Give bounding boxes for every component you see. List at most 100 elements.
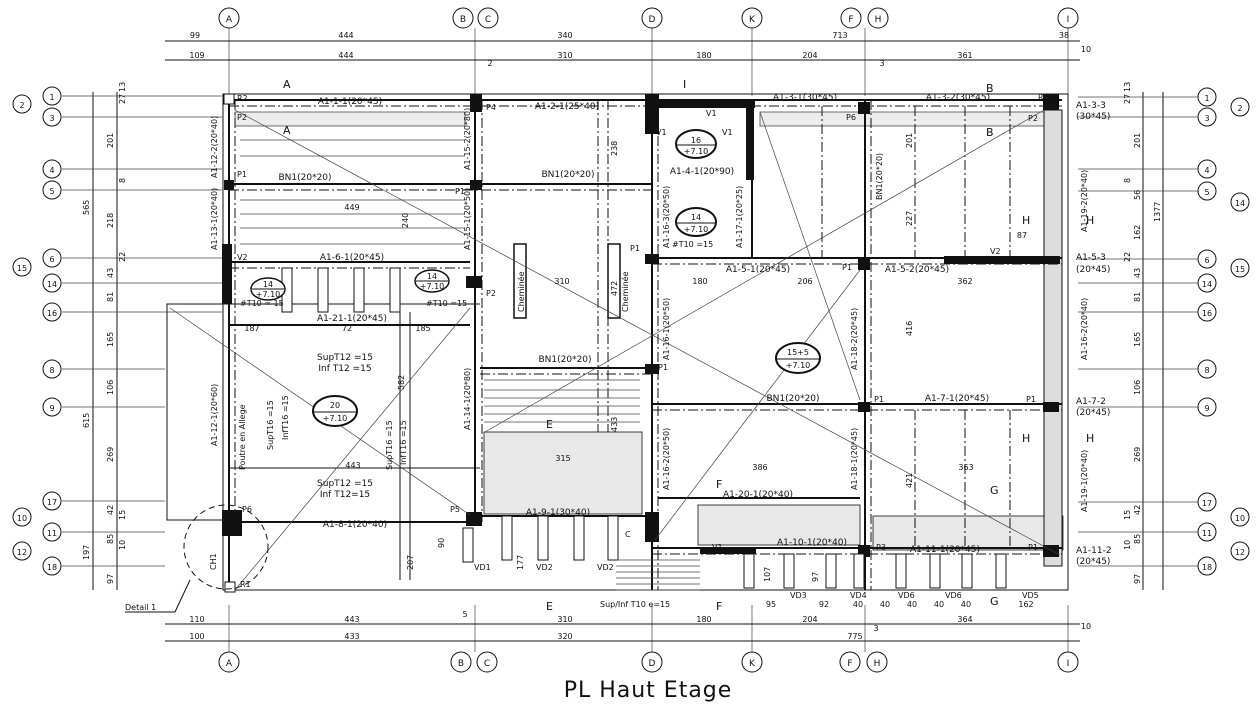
svg-text:15: 15: [1235, 265, 1245, 274]
svg-text:K: K: [749, 659, 756, 669]
svg-text:444: 444: [338, 51, 353, 60]
svg-text:+7.10: +7.10: [684, 225, 709, 234]
axis-bubble-right: 5: [1197, 181, 1217, 201]
svg-text:SupT16 =15: SupT16 =15: [266, 400, 275, 450]
svg-text:A1-6-1(20*45): A1-6-1(20*45): [320, 253, 384, 263]
svg-text:201: 201: [905, 133, 914, 148]
svg-text:VD2: VD2: [536, 563, 553, 572]
svg-text:InfT16 =15: InfT16 =15: [399, 420, 408, 465]
svg-text:3: 3: [873, 624, 878, 633]
svg-text:A: A: [226, 659, 233, 669]
axis-bubble-bottom: A: [218, 651, 240, 673]
svg-text:240: 240: [401, 213, 410, 228]
svg-text:A1-15-2(20*80): A1-15-2(20*80): [463, 108, 472, 170]
svg-text:A1-4-1(20*90): A1-4-1(20*90): [670, 167, 734, 177]
svg-text:P1: P1: [1026, 395, 1036, 404]
svg-text:15+5: 15+5: [787, 348, 809, 357]
svg-text:20: 20: [330, 401, 340, 410]
svg-text:A1-11-2: A1-11-2: [1076, 546, 1112, 556]
svg-text:Poutre en Allege: Poutre en Allege: [238, 404, 247, 470]
column: [858, 258, 870, 270]
svg-text:P6: P6: [846, 113, 856, 122]
svg-text:P3: P3: [876, 543, 886, 552]
svg-text:81: 81: [1133, 292, 1142, 302]
axis-bubble-bottom: F: [839, 651, 861, 673]
svg-text:364: 364: [957, 615, 972, 624]
axis-bubble-left: 8: [42, 359, 62, 379]
svg-text:97: 97: [811, 572, 820, 582]
column: [224, 581, 236, 593]
axis-bubble-bottom: H: [866, 651, 888, 673]
axis-bubble-left: 3: [42, 107, 62, 127]
svg-text:10: 10: [118, 540, 127, 550]
svg-text:433: 433: [610, 417, 619, 432]
svg-text:A1-7-2: A1-7-2: [1076, 397, 1106, 407]
svg-text:386: 386: [752, 463, 767, 472]
svg-text:P2: P2: [237, 113, 247, 122]
svg-text:201: 201: [1133, 133, 1142, 148]
column: [470, 94, 482, 112]
svg-text:107: 107: [763, 567, 772, 582]
column: [1043, 402, 1059, 412]
svg-text:I: I: [1067, 659, 1070, 669]
svg-text:(30*45): (30*45): [1076, 112, 1110, 122]
svg-text:D: D: [649, 659, 656, 669]
column: [944, 256, 1060, 264]
svg-text:F: F: [847, 659, 852, 669]
svg-text:42: 42: [106, 505, 115, 515]
svg-text:38: 38: [1059, 31, 1069, 40]
axis-bubble-right: 10: [1230, 507, 1250, 527]
svg-text:F: F: [716, 478, 722, 491]
svg-text:6: 6: [49, 255, 54, 264]
svg-text:14: 14: [1235, 199, 1245, 208]
svg-text:14: 14: [427, 272, 437, 281]
svg-text:582: 582: [397, 375, 406, 390]
column: [858, 402, 870, 412]
rebar-annotations: SupT12 =15 Inf T12 =15 SupT12 =15 Inf T1…: [240, 240, 713, 609]
svg-text:8: 8: [118, 178, 127, 183]
axis-bubble-left: 1: [42, 86, 62, 106]
svg-text:A1-21-1(20*45): A1-21-1(20*45): [317, 314, 387, 324]
svg-text:340: 340: [557, 31, 572, 40]
svg-text:204: 204: [802, 615, 817, 624]
svg-text:201: 201: [106, 133, 115, 148]
axis-bubble-right: 12: [1230, 541, 1250, 561]
column: [645, 512, 659, 542]
svg-text:BN1(20*20): BN1(20*20): [278, 173, 331, 183]
svg-text:165: 165: [106, 332, 115, 347]
svg-text:310: 310: [557, 51, 572, 60]
axis-bubble-right: 14: [1197, 273, 1217, 293]
svg-text:1: 1: [49, 93, 54, 102]
svg-text:40: 40: [907, 600, 917, 609]
slab-marker: 20+7.10: [312, 395, 358, 427]
svg-text:A1-17-1(20*25): A1-17-1(20*25): [735, 186, 744, 248]
axis-bubble-left: 17: [42, 491, 62, 511]
svg-text:11: 11: [47, 529, 57, 538]
svg-text:22: 22: [118, 252, 127, 262]
svg-text:E: E: [546, 600, 553, 613]
svg-text:B: B: [986, 82, 994, 95]
svg-text:109: 109: [189, 51, 204, 60]
svg-text:SupT12 =15: SupT12 =15: [317, 353, 373, 363]
svg-text:14: 14: [47, 280, 57, 289]
svg-text:P6: P6: [242, 505, 252, 514]
svg-text:Cheminée: Cheminée: [516, 271, 526, 312]
svg-text:A1-19-2(20*40): A1-19-2(20*40): [1080, 170, 1089, 232]
column: [223, 93, 235, 105]
svg-text:180: 180: [696, 615, 711, 624]
svg-text:12: 12: [1235, 548, 1245, 557]
svg-text:P1: P1: [630, 244, 640, 253]
column: [470, 180, 482, 190]
svg-text:H: H: [874, 659, 881, 669]
axis-bubble-bottom: C: [476, 651, 498, 673]
svg-text:56: 56: [1133, 190, 1142, 200]
svg-text:2: 2: [1237, 104, 1242, 113]
axis-bubble-left: 2: [12, 94, 32, 114]
svg-text:A1-16-3(20*50): A1-16-3(20*50): [662, 186, 671, 248]
column: [466, 276, 482, 288]
dimension-chain-top: 99 444 340 713 38 109 444 2 310 180 204 …: [165, 31, 1091, 68]
svg-text:81: 81: [106, 292, 115, 302]
svg-text:A1-8-1(20*40): A1-8-1(20*40): [323, 520, 387, 530]
column: [645, 100, 755, 108]
